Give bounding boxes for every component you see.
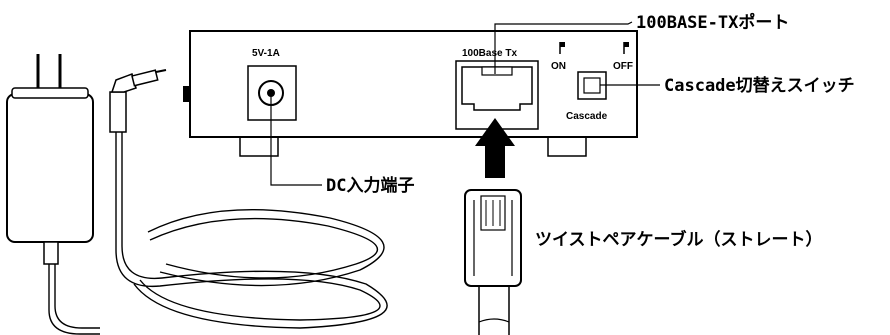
callout-leaders — [270, 21, 660, 186]
switch-off-label: OFF — [613, 61, 633, 72]
switch-on-label: ON — [551, 61, 566, 72]
dc-plug — [109, 69, 167, 133]
cascade-switch — [559, 42, 629, 100]
power-rating-label: 5V-1A — [252, 48, 280, 59]
insert-arrow-up — [475, 118, 515, 178]
rj45-cable-plug — [464, 189, 522, 335]
callout-port: 100BASE-TXポート — [636, 12, 789, 33]
rj45-port — [455, 60, 539, 130]
port-label: 100Base Tx — [462, 48, 517, 59]
dc-input-jack — [247, 65, 297, 121]
callout-cable: ツイストペアケーブル（ストレート） — [535, 229, 822, 250]
ac-adapter — [6, 54, 94, 265]
adapter-cord — [48, 128, 388, 335]
cascade-label: Cascade — [566, 111, 608, 122]
callout-switch: Cascade切替えスイッチ — [664, 75, 855, 96]
callout-dc: DC入力端子 — [326, 175, 414, 196]
